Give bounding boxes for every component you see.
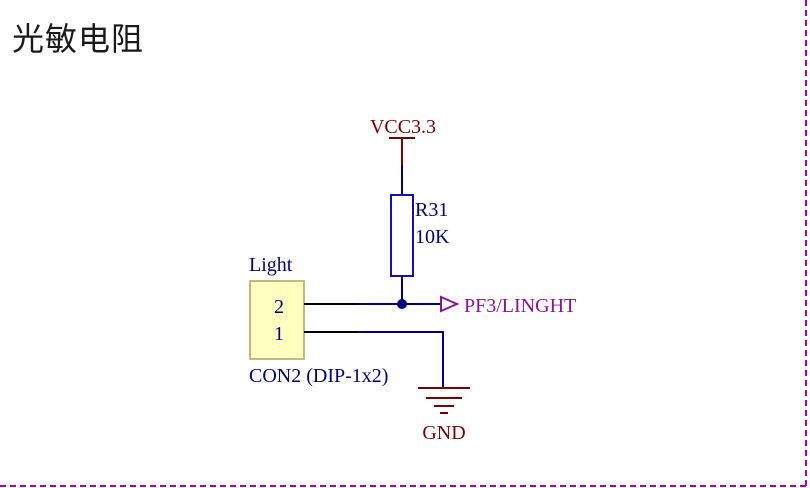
connector-part: CON2 (DIP-1x2) [249, 365, 388, 387]
wire-pin1-gnd [358, 331, 444, 388]
port-label: PF3/LINGHT [464, 295, 576, 317]
junction-dot [397, 299, 407, 309]
connector-pin-1: 1 [274, 323, 284, 345]
connector-body [249, 280, 305, 360]
page-title: 光敏电阻 [12, 20, 145, 58]
net-port-pf3[interactable]: PF3/LINGHT [440, 295, 576, 317]
resistor-value: 10K [415, 226, 450, 248]
resistor-designator: R31 [415, 199, 448, 221]
connector-light[interactable]: Light 2 1 CON2 (DIP-1x2) [249, 254, 388, 387]
gnd-label: GND [422, 422, 465, 444]
resistor-r31[interactable]: R31 10K [390, 194, 450, 277]
connector-pin-2: 2 [274, 296, 284, 318]
vcc-label: VCC3.3 [370, 116, 436, 138]
vcc-power-symbol: VCC3.3 [370, 116, 436, 165]
gnd-power-symbol: GND [418, 387, 470, 444]
connector-name: Light [249, 254, 293, 276]
